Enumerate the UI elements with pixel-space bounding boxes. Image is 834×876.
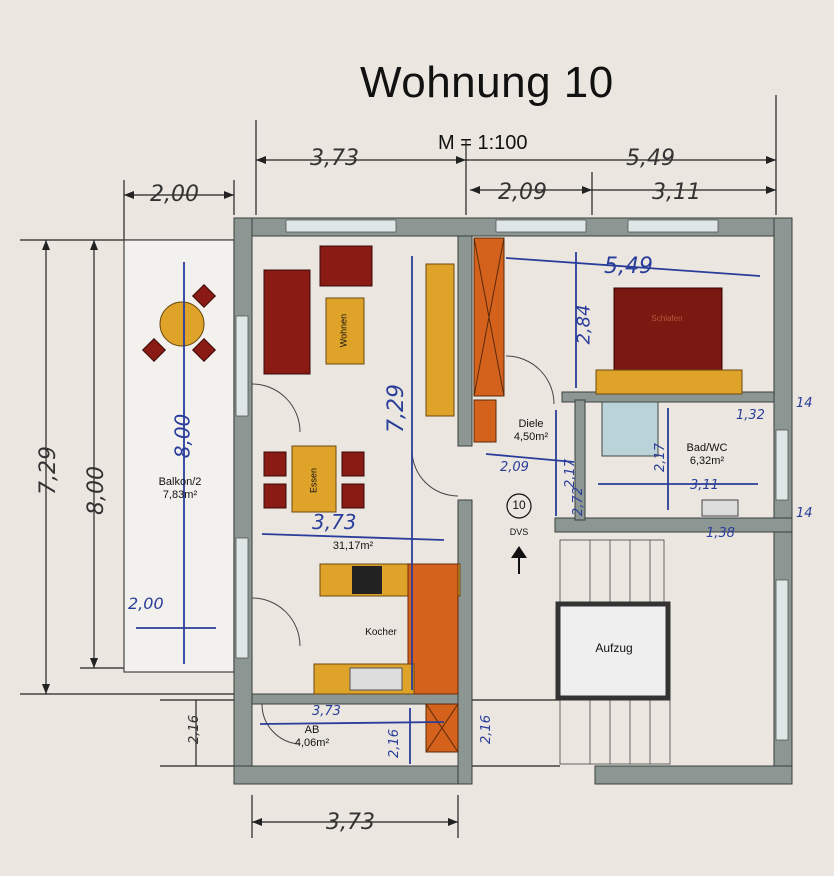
dim-left-8-00: 8,00 [83, 466, 109, 515]
room-essen-label: Essen [308, 468, 319, 494]
room-diele: Diele 4,50m² [506, 418, 556, 444]
dvs-label: DVS [509, 527, 529, 537]
coffee-table [325, 297, 365, 365]
room-kochen-label: Kocher [365, 627, 397, 638]
bed-side [595, 369, 743, 395]
note-schlafen-width: 5,49 [604, 254, 653, 279]
note-diele-height-a: 2,17 [562, 459, 578, 488]
dim-top-right: 5,49 [626, 146, 675, 171]
note-balkon-height: 8,00 [170, 413, 195, 459]
dvs-number: 10 [512, 498, 526, 512]
note-bad-side-b: 14 [796, 506, 813, 521]
dim-left-7-29: 7,29 [35, 446, 61, 495]
room-diele-area: 4,50m² [513, 431, 549, 443]
sink [349, 667, 403, 691]
room-balkon-name: Balkon/2 [158, 476, 202, 488]
scale-label: M = 1:100 [438, 132, 528, 154]
dvs-arrow-head [511, 546, 527, 558]
note-wohnen-width: 3,73 [312, 510, 357, 534]
room-balkon: Balkon/2 7,83m² [140, 476, 220, 502]
room-aufzug: Aufzug [595, 641, 633, 655]
room-ab: AB 4,06m² [282, 724, 342, 750]
dvs-circle [506, 493, 532, 519]
dim-left-2-16: 2,16 [186, 715, 202, 744]
note-right-wall: 2,16 [478, 715, 494, 744]
room-ab-area: 4,06m² [294, 737, 330, 749]
note-ab-height: 2,16 [386, 729, 402, 758]
note-diele-height-b: 2,72 [570, 487, 586, 516]
note-wohnen-height: 7,29 [383, 384, 409, 433]
room-diele-name: Diele [518, 418, 544, 430]
room-wohnen-area: 31,17m² [332, 540, 374, 552]
dim-balcony-width: 2,00 [150, 182, 199, 207]
room-bad-name: Bad/WC [686, 442, 728, 454]
balcony-chairs [141, 283, 217, 363]
room-schlafen-label: Schlafen [651, 314, 683, 323]
armchair [319, 245, 373, 287]
dim-top-left: 3,73 [310, 146, 359, 171]
washbasin [701, 499, 739, 517]
dimension-arrows [42, 156, 776, 826]
page-title: Wohnung 10 [360, 58, 614, 107]
blue-measure-lines [136, 252, 761, 764]
cabinet [425, 263, 455, 417]
balcony-table [159, 301, 205, 347]
dim-2-09: 2,09 [498, 180, 547, 205]
note-bad-side-a: 14 [796, 396, 813, 411]
room-bad-area: 6,32m² [689, 455, 725, 467]
dining-chairs [263, 451, 365, 509]
room-ab-name: AB [304, 724, 320, 736]
dimension-lines [20, 95, 777, 838]
room-balkon-area: 7,83m² [162, 489, 198, 501]
note-ab-width: 3,73 [312, 704, 341, 719]
shower [601, 401, 659, 457]
dim-bottom: 3,73 [326, 810, 375, 835]
elevator-shaft [555, 601, 671, 701]
kitchen-block [407, 563, 459, 695]
note-bad-width: 3,11 [690, 478, 719, 493]
room-bad: Bad/WC 6,32m² [672, 442, 742, 468]
stairs [559, 539, 671, 765]
stove [352, 566, 382, 594]
windows [235, 219, 789, 741]
shaft-crosses [425, 237, 505, 753]
dining-table [291, 445, 337, 513]
room-wohnen-label: Wohnen [338, 313, 349, 348]
note-bad-bottom: 1,38 [706, 526, 735, 541]
sofa [263, 269, 311, 375]
note-bad-height: 2,17 [652, 443, 668, 472]
note-schlafen-height: 2,84 [573, 304, 595, 345]
note-bad-top: 1,32 [736, 408, 765, 423]
note-balkon-width: 2,00 [128, 594, 164, 613]
note-diele-width: 2,09 [500, 460, 529, 475]
dim-3-11: 3,11 [652, 180, 701, 205]
